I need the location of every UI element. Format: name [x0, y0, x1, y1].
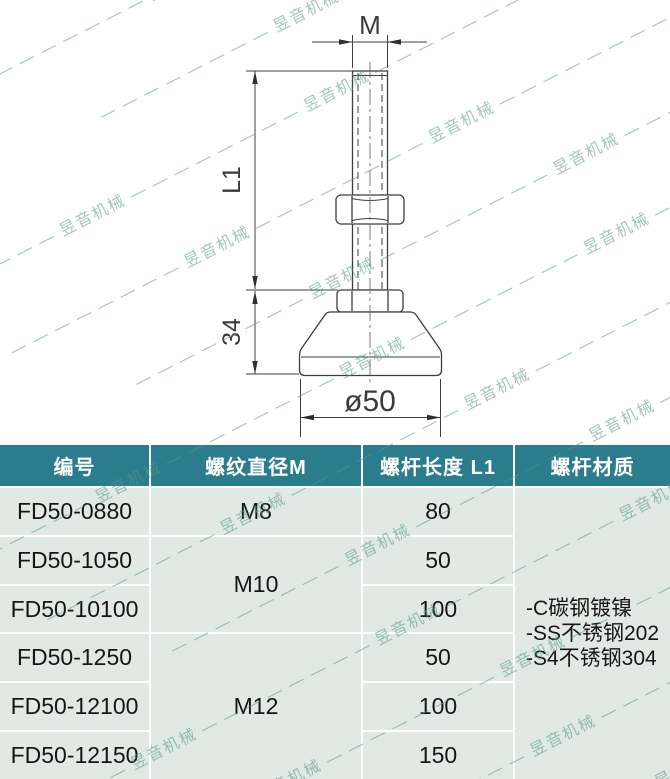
cell-part-number: FD50-10100	[0, 585, 149, 633]
header-shaft-material: 螺杆材质	[515, 445, 670, 486]
material-line: -C碳钢镀镍	[525, 596, 633, 620]
base-body	[298, 311, 443, 377]
cell-part-number: FD50-0880	[0, 488, 149, 535]
cell-part-number: FD50-12150	[0, 732, 149, 779]
dim-label-base-diameter: ø50	[344, 385, 396, 418]
cell-shaft-length: 100	[363, 585, 513, 633]
dim-label-base-height: 34	[218, 318, 246, 346]
cell-shaft-length: 100	[363, 683, 513, 731]
cell-shaft-length: 150	[363, 732, 513, 779]
technical-drawing: M L1 34 ø50	[218, 10, 443, 437]
dim-label-thread: M	[359, 10, 381, 40]
cell-thread-size: M8	[151, 488, 361, 535]
dim-label-length: L1	[218, 166, 246, 194]
spec-table: 编号 螺纹直径M 螺杆长度 L1 螺杆材质 FD50-0880 FD50-105…	[0, 445, 670, 779]
material-line: -SS不锈钢202	[525, 621, 660, 645]
cell-shaft-length: 50	[363, 634, 513, 682]
dimension-arrows	[252, 39, 441, 421]
cell-part-number: FD50-1050	[0, 536, 149, 584]
cell-part-number: FD50-12100	[0, 683, 149, 731]
foot-outline	[298, 70, 443, 377]
dimension-lines	[246, 35, 441, 437]
header-shaft-length: 螺杆长度 L1	[363, 445, 513, 486]
header-thread-diameter: 螺纹直径M	[151, 445, 361, 486]
cell-thread-size: M10	[151, 536, 361, 633]
cell-shaft-length: 50	[363, 536, 513, 584]
cell-shaft-length: 80	[363, 488, 513, 535]
cell-thread-size: M12	[151, 634, 361, 779]
cell-part-number: FD50-1250	[0, 634, 149, 682]
cell-shaft-material: -C碳钢镀镍 -SS不锈钢202 -S4不锈钢304	[515, 488, 670, 779]
material-line: -S4不锈钢304	[525, 646, 657, 670]
header-part-number: 编号	[0, 445, 149, 486]
